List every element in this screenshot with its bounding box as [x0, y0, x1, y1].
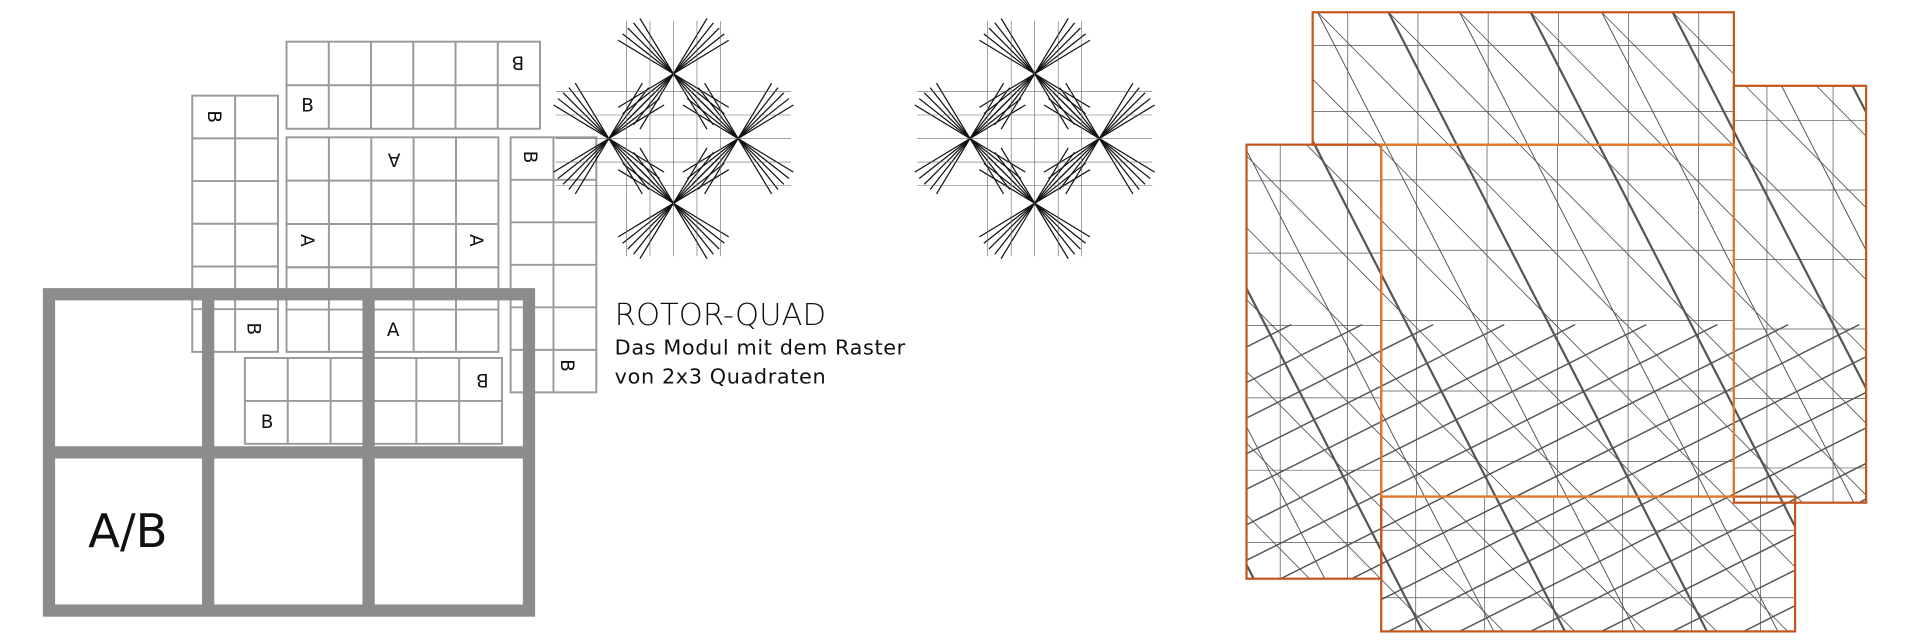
diagonal-line	[1246, 12, 1353, 632]
label-b-rotated: B	[519, 151, 540, 164]
label-b-rotated: B	[511, 51, 524, 72]
diagonal-line	[1387, 12, 1709, 632]
diagonal-line	[1246, 324, 1363, 632]
diagonal-line	[1246, 12, 1576, 632]
diagonal-line	[1246, 12, 1505, 632]
diagonal-line	[1246, 12, 1363, 632]
subtitle-line-1: Das Modul mit dem Raster	[615, 335, 906, 359]
diagonal-line	[1246, 324, 1505, 632]
subtitle-line-2: von 2x3 Quadraten	[615, 365, 827, 389]
diagonal-line	[1886, 12, 1920, 631]
diagonal-line	[1246, 324, 1434, 632]
diagonal-line	[1246, 12, 1434, 632]
diagonal-line	[1246, 324, 1576, 632]
diagonal-line	[1246, 12, 1860, 632]
module-grid-group	[191, 40, 598, 445]
diagram-title: ROTOR-QUAD	[615, 298, 826, 333]
module-right	[509, 136, 598, 394]
diagonal-line	[1246, 12, 1647, 632]
label-b-rotated: B	[556, 359, 577, 372]
label-b: B	[261, 412, 274, 433]
label-b-rotated: B	[476, 369, 489, 390]
diagonal-line	[1530, 12, 1867, 632]
label-a: A	[387, 320, 400, 341]
diagonal-line	[1459, 12, 1779, 632]
label-b: B	[301, 96, 314, 117]
diagonal-line	[1886, 12, 1920, 631]
diagonal-line	[1529, 324, 1867, 632]
label-b-rotated: B	[242, 322, 263, 335]
diagonal-line	[1246, 324, 1647, 632]
frame-label-ab: A/B	[88, 504, 167, 558]
label-b-rotated: B	[203, 110, 224, 123]
diagonal-line	[1317, 12, 1637, 632]
orange-module	[1380, 143, 1735, 498]
diagonal-line	[1246, 12, 1424, 632]
diagonal-line	[1886, 325, 1920, 632]
diagonal-line	[1316, 324, 1867, 632]
diagonal-line	[1387, 324, 1867, 632]
rotor-star-sketch-left	[553, 18, 794, 259]
diagonal-line	[1743, 12, 1867, 632]
diagonal-line	[1743, 12, 1867, 632]
diagonal-line	[1671, 12, 1867, 632]
diagonal-line	[820, 12, 1138, 631]
diagonal-line	[1458, 324, 1867, 632]
label-a-rotated: A	[296, 234, 317, 247]
diagonal-line	[1246, 12, 1495, 632]
diagonal-line	[1672, 12, 1867, 632]
diagonal-line	[1459, 12, 1867, 632]
thick-frame-grid	[42, 288, 536, 617]
diagonal-line	[1246, 324, 1718, 632]
diagonal-line	[1246, 12, 1718, 632]
diagonal-line	[1601, 12, 1867, 632]
diagonal-line	[1671, 324, 1867, 632]
diagonal-line	[1600, 324, 1867, 632]
diagonal-line	[891, 12, 1209, 631]
rotor-star-sketch-right	[914, 18, 1155, 259]
diagonal-line	[1601, 12, 1867, 632]
module-center	[285, 136, 500, 269]
module-top	[285, 40, 541, 130]
orange-tiling-pattern	[820, 11, 1920, 633]
diagonal-line	[1388, 12, 1867, 632]
module-border	[1380, 143, 1735, 498]
label-a-rotated: A	[465, 234, 486, 247]
label-a-rotated: A	[387, 148, 400, 169]
